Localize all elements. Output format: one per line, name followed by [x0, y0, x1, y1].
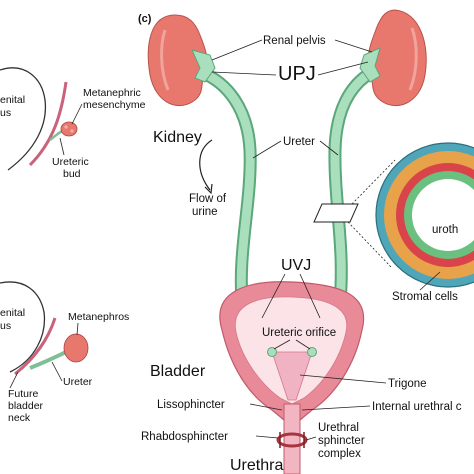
uvj-label: UVJ	[281, 257, 311, 274]
ureter-label-main: Ureter	[283, 136, 315, 148]
nephric-duct-bottom	[14, 317, 57, 376]
renal-pelvis-label: Renal pelvis	[263, 35, 326, 47]
rhabdosphincter-label: Rhabdosphincter	[141, 431, 228, 443]
metanephric-mesenchyme-label-2: mesenchyme	[83, 99, 146, 111]
urethral-sphincter-label-1: Urethral	[318, 422, 359, 434]
upj-label: UPJ	[278, 63, 316, 85]
kidney-label: Kidney	[153, 129, 202, 146]
internal-urethral-label: Internal urethral c	[372, 401, 462, 413]
lissosphincter-label: Lissophincter	[157, 399, 225, 411]
urothelium-label: uroth	[432, 224, 458, 236]
ureter-label-bottom: Ureter	[63, 376, 93, 388]
genital-tubercle-outline-bottom	[0, 281, 46, 373]
flow-of-urine-label-2: urine	[192, 206, 218, 218]
genital-label-top: enital	[0, 94, 25, 106]
urethral-sphincter-label-3: complex	[318, 448, 361, 460]
urethra-tube	[283, 403, 301, 474]
urethral-sphincter-label-2: sphincter	[318, 435, 365, 447]
future-bladder-neck-label-1: Future	[8, 388, 39, 400]
genital-label-bottom: enital	[0, 307, 25, 319]
genital-label-top-2: us	[0, 107, 11, 119]
bladder-inner-lumen	[234, 296, 348, 405]
metanephric-mesenchyme-blob	[60, 121, 78, 137]
left-kidney	[147, 14, 216, 107]
future-bladder-neck-label-3: neck	[8, 412, 31, 424]
stromal-cells-label: Stromal cells	[392, 291, 458, 303]
right-renal-pelvis	[359, 47, 381, 83]
ureteric-bud-label-1: Ureteric	[52, 156, 89, 168]
panel-label-c: (c)	[138, 13, 152, 25]
nephric-duct-top	[28, 81, 68, 167]
section-plane	[313, 203, 359, 223]
ureteric-orifice-label: Ureteric orifice	[262, 327, 336, 339]
future-bladder-neck-label-2: bladder	[8, 400, 44, 412]
metanephros-blob	[63, 333, 89, 363]
ureter-cross-section	[375, 142, 474, 288]
metanephric-mesenchyme-label-1: Metanephric	[83, 87, 141, 99]
bladder-label: Bladder	[150, 363, 206, 380]
ureteric-bud-label-2: bud	[63, 168, 81, 180]
urethra-label: Urethra	[230, 457, 283, 474]
trigone-region	[271, 351, 313, 401]
embryo-panel-bottom: enital us Metanephros Ureter Future blad…	[0, 281, 129, 424]
left-ureteric-orifice	[267, 347, 277, 357]
right-ureteric-orifice	[307, 347, 317, 357]
flow-arrow	[199, 139, 213, 191]
metanephros-label: Metanephros	[68, 311, 129, 323]
genital-tubercle-outline-top	[0, 67, 47, 171]
flow-of-urine-label-1: Flow of	[189, 193, 227, 205]
left-renal-pelvis	[191, 49, 216, 83]
embryo-panel-top: enital us Metanephric mesenchyme Ureteri…	[0, 67, 146, 180]
genital-label-bottom-2: us	[0, 320, 11, 332]
bladder	[219, 281, 365, 474]
right-kidney	[359, 9, 427, 107]
trigone-label: Trigone	[388, 378, 427, 390]
